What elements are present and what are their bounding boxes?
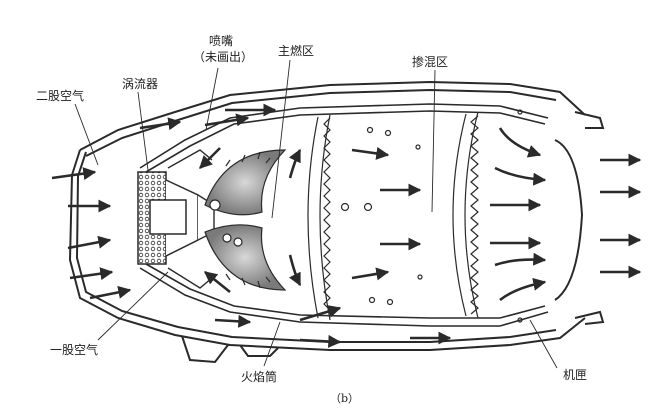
airflow-arrows (51, 103, 547, 348)
label-dilution-zone: 掺混区 (412, 55, 449, 69)
label-main-combustion-zone: 主燃区 (278, 44, 315, 58)
leader-lines (74, 59, 558, 369)
liner-ring-main (307, 114, 331, 321)
label-flame-tube: 火焰筒 (241, 370, 278, 384)
liner-holes (340, 109, 523, 323)
outer-casing (68, 80, 605, 364)
exhaust-arrows (600, 153, 642, 279)
flame (204, 149, 287, 291)
flame-tube-liner (139, 103, 549, 327)
label-nozzle: 喷嘴 (209, 34, 234, 48)
label-primary-air: 一股空气 (50, 343, 99, 357)
label-nozzle-note: （未画出） (193, 50, 254, 64)
liner-ring-dilution (452, 111, 479, 319)
figure-caption: （b） (330, 392, 360, 405)
label-swirler: 涡流器 (122, 77, 159, 91)
label-casing: 机匣 (563, 368, 588, 382)
label-secondary-air: 二股空气 (36, 89, 85, 103)
